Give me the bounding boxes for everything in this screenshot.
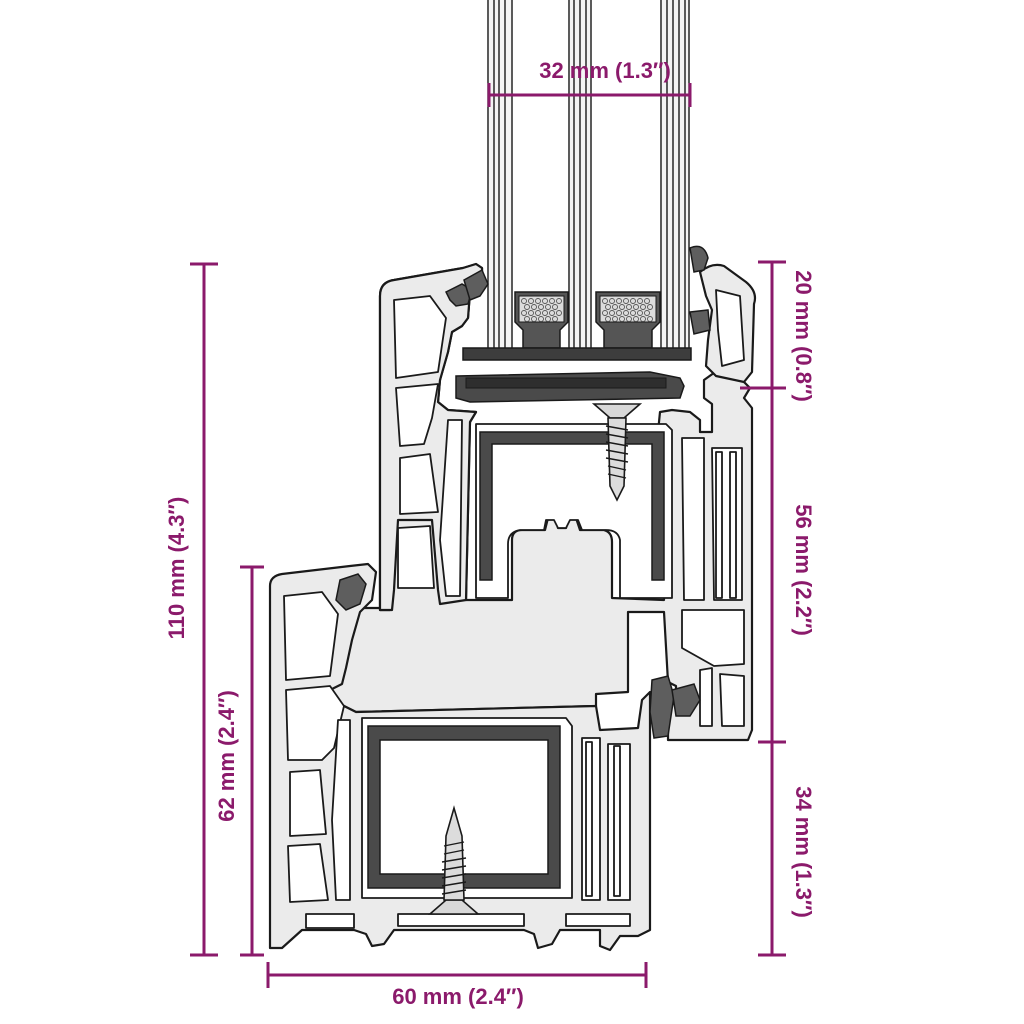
glass-sealant — [462, 347, 692, 361]
frame-depth-label: 60 mm (2.4″) — [392, 984, 524, 1009]
frame-screw — [427, 805, 481, 915]
glass-width-label: 32 mm (1.3″) — [539, 58, 671, 83]
glazing-unit — [462, 0, 692, 361]
right-dimension-chain — [740, 260, 786, 957]
dimension-lines — [190, 83, 786, 988]
frame-height-label: 62 mm (2.4″) — [214, 690, 239, 822]
frame-profile — [268, 562, 701, 952]
spacer-bar-right — [595, 291, 661, 349]
frame-depth-dimension-line — [266, 962, 648, 988]
total-height-label: 110 mm (4.3″) — [164, 497, 189, 640]
right-middle-label: 56 mm (2.2″) — [791, 504, 816, 636]
glass-width-dimension-line — [487, 83, 692, 107]
dimension-labels: 32 mm (1.3″) 110 mm (4.3″) 62 mm (2.4″) … — [164, 58, 816, 1009]
right-bottom-label: 34 mm (1.3″) — [791, 786, 816, 918]
frame-height-dimension-line — [240, 565, 264, 957]
sash-screw — [591, 403, 643, 502]
glass-pane-lines — [487, 0, 690, 350]
sash-profile — [328, 245, 757, 742]
total-height-dimension-line — [190, 262, 218, 957]
right-top-label: 20 mm (0.8″) — [791, 270, 816, 402]
spacer-bar-left — [514, 291, 569, 349]
